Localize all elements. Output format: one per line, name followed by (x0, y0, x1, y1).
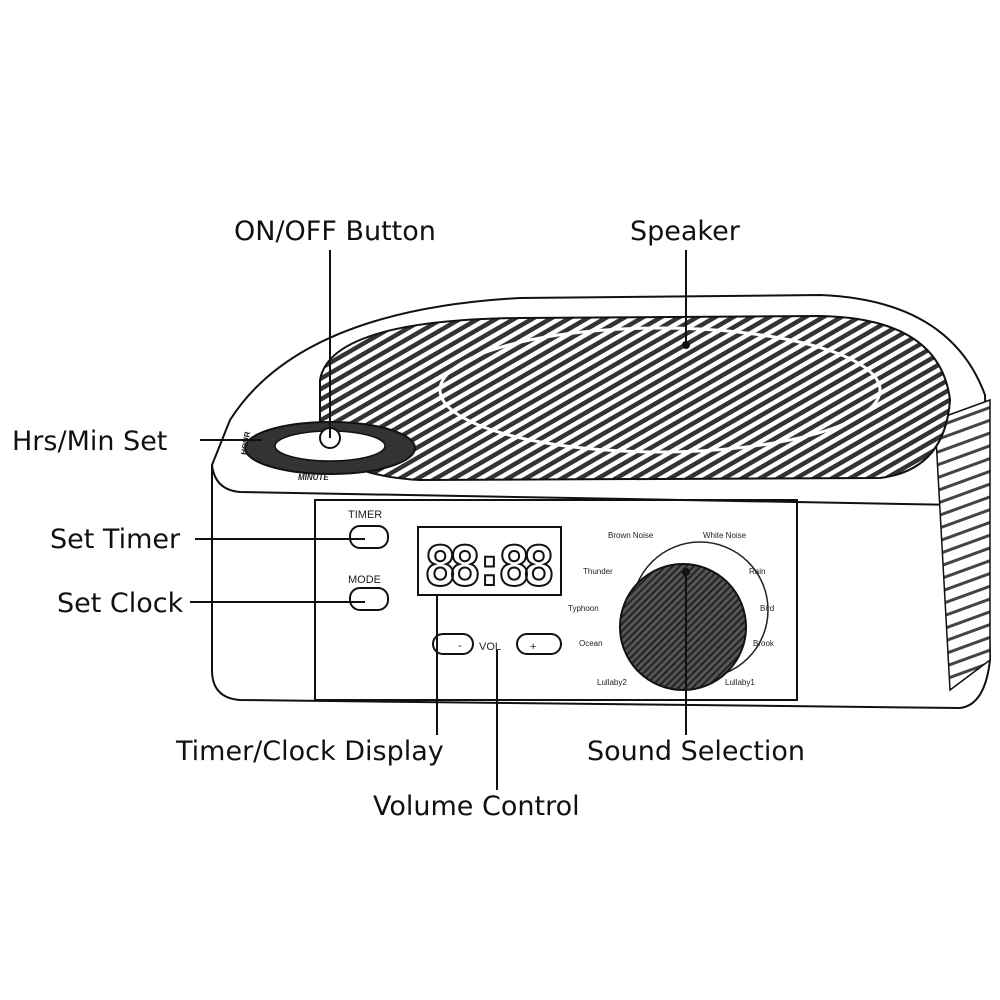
callout-speaker: Speaker (630, 216, 741, 247)
timer-button[interactable] (349, 525, 389, 549)
volume-plus-button[interactable]: + (516, 633, 562, 655)
sound-label: Lullaby1 (725, 678, 755, 687)
lcd-display (417, 526, 562, 596)
leader-lines (190, 250, 690, 790)
sound-label: Thunder (583, 567, 613, 576)
volume-minus-button[interactable]: - (432, 633, 474, 655)
callout-hrs-min-set: Hrs/Min Set (12, 426, 167, 457)
sound-label: Brook (753, 639, 775, 648)
callout-display: Timer/Clock Display (175, 736, 444, 767)
sound-label: Brown Noise (608, 531, 654, 540)
sound-label: Rain (749, 567, 765, 576)
callout-set-clock: Set Clock (57, 588, 184, 619)
speaker-grille (319, 314, 952, 482)
callout-volume-control: Volume Control (373, 791, 580, 822)
power-icon[interactable] (319, 427, 341, 449)
speaker-inner-ring (438, 326, 882, 454)
callout-sound-selection: Sound Selection (587, 736, 805, 767)
front-panel (314, 499, 798, 701)
callout-set-timer: Set Timer (50, 524, 181, 555)
svg-text:+: + (530, 641, 536, 653)
mode-button[interactable] (349, 587, 389, 611)
timer-button-label: TIMER (348, 509, 382, 521)
callout-on-off-button: ON/OFF Button (234, 216, 436, 247)
sound-label: Ocean (579, 639, 603, 648)
sound-label: Lullaby2 (597, 678, 627, 687)
side-vents (934, 398, 991, 692)
dial-hour-label: HOUR (239, 431, 252, 456)
device-body (211, 293, 992, 710)
sound-label: Typhoon (568, 604, 599, 613)
dial-minute-label: MINUTE (298, 473, 329, 482)
sound-label: White Noise (703, 531, 747, 540)
svg-text:-: - (458, 640, 462, 652)
vol-label: VOL (479, 641, 501, 653)
sound-label: Bird (760, 604, 774, 613)
sound-selection-knob[interactable] (619, 563, 747, 691)
sound-labels: Brown Noise White Noise Thunder Rain Typ… (568, 531, 775, 687)
mode-button-label: MODE (348, 574, 381, 586)
lcd-digits: 88:88 (424, 535, 555, 598)
